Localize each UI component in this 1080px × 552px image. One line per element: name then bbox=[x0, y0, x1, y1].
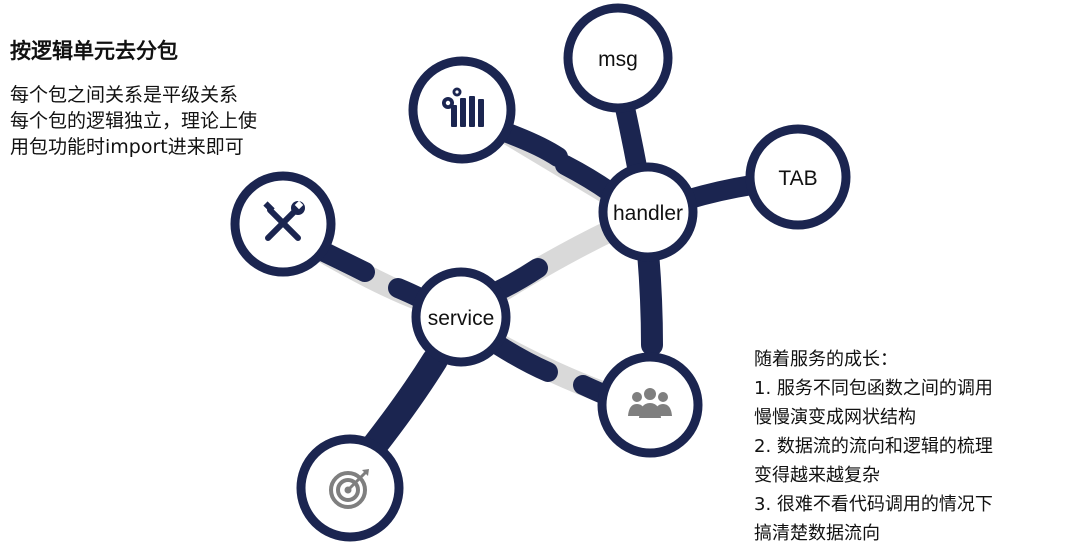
notes-line: 3. 很难不看代码调用的情况下 bbox=[754, 494, 993, 515]
wrench-screwdriver-icon bbox=[263, 200, 305, 241]
arm-target bbox=[362, 347, 448, 458]
page-title: 按逻辑单元去分包 bbox=[10, 39, 178, 63]
description-line: 每个包的逻辑独立，理论上使 bbox=[10, 110, 258, 132]
arm-handler-to-chart bbox=[555, 155, 620, 202]
arm-service-down bbox=[488, 335, 558, 382]
node-msg-label: msg bbox=[598, 48, 638, 71]
arm-service-up bbox=[490, 258, 548, 300]
notes-line: 搞清楚数据流向 bbox=[754, 523, 880, 544]
node-tab: TAB bbox=[745, 124, 851, 230]
node-target bbox=[296, 434, 404, 542]
arm-tools bbox=[310, 240, 375, 282]
node-handler: handler bbox=[598, 162, 698, 262]
arm-msg bbox=[615, 98, 648, 182]
node-service-label: service bbox=[428, 307, 495, 330]
description: 每个包之间关系是平级关系 每个包的逻辑独立，理论上使 用包功能时import进来… bbox=[10, 82, 257, 160]
notes-line: 变得越来越复杂 bbox=[754, 465, 880, 486]
description-line: 每个包之间关系是平级关系 bbox=[10, 84, 239, 106]
arm-chart bbox=[495, 122, 568, 167]
people-group-icon bbox=[628, 388, 672, 418]
notes-line: 随着服务的成长： bbox=[754, 349, 898, 370]
node-tab-label: TAB bbox=[778, 167, 817, 190]
node-handler-label: handler bbox=[613, 202, 683, 225]
notes-line: 2. 数据流的流向和逻辑的梳理 bbox=[754, 436, 993, 457]
node-service: service bbox=[411, 267, 511, 367]
arm-tab bbox=[676, 175, 762, 210]
node-tools bbox=[230, 171, 336, 277]
target-icon bbox=[329, 469, 369, 509]
node-team bbox=[597, 352, 703, 458]
growth-notes: 随着服务的成长： 1. 服务不同包函数之间的调用 慢慢演变成网状结构 2. 数据… bbox=[754, 345, 993, 548]
notes-line: 慢慢演变成网状结构 bbox=[754, 407, 916, 428]
bar-chart-gears-icon bbox=[442, 87, 484, 127]
arm-handler-down bbox=[637, 241, 663, 356]
node-chart bbox=[408, 56, 516, 164]
notes-line: 1. 服务不同包函数之间的调用 bbox=[754, 378, 993, 399]
description-line: 用包功能时import进来即可 bbox=[10, 136, 244, 158]
node-msg: msg bbox=[563, 3, 673, 113]
